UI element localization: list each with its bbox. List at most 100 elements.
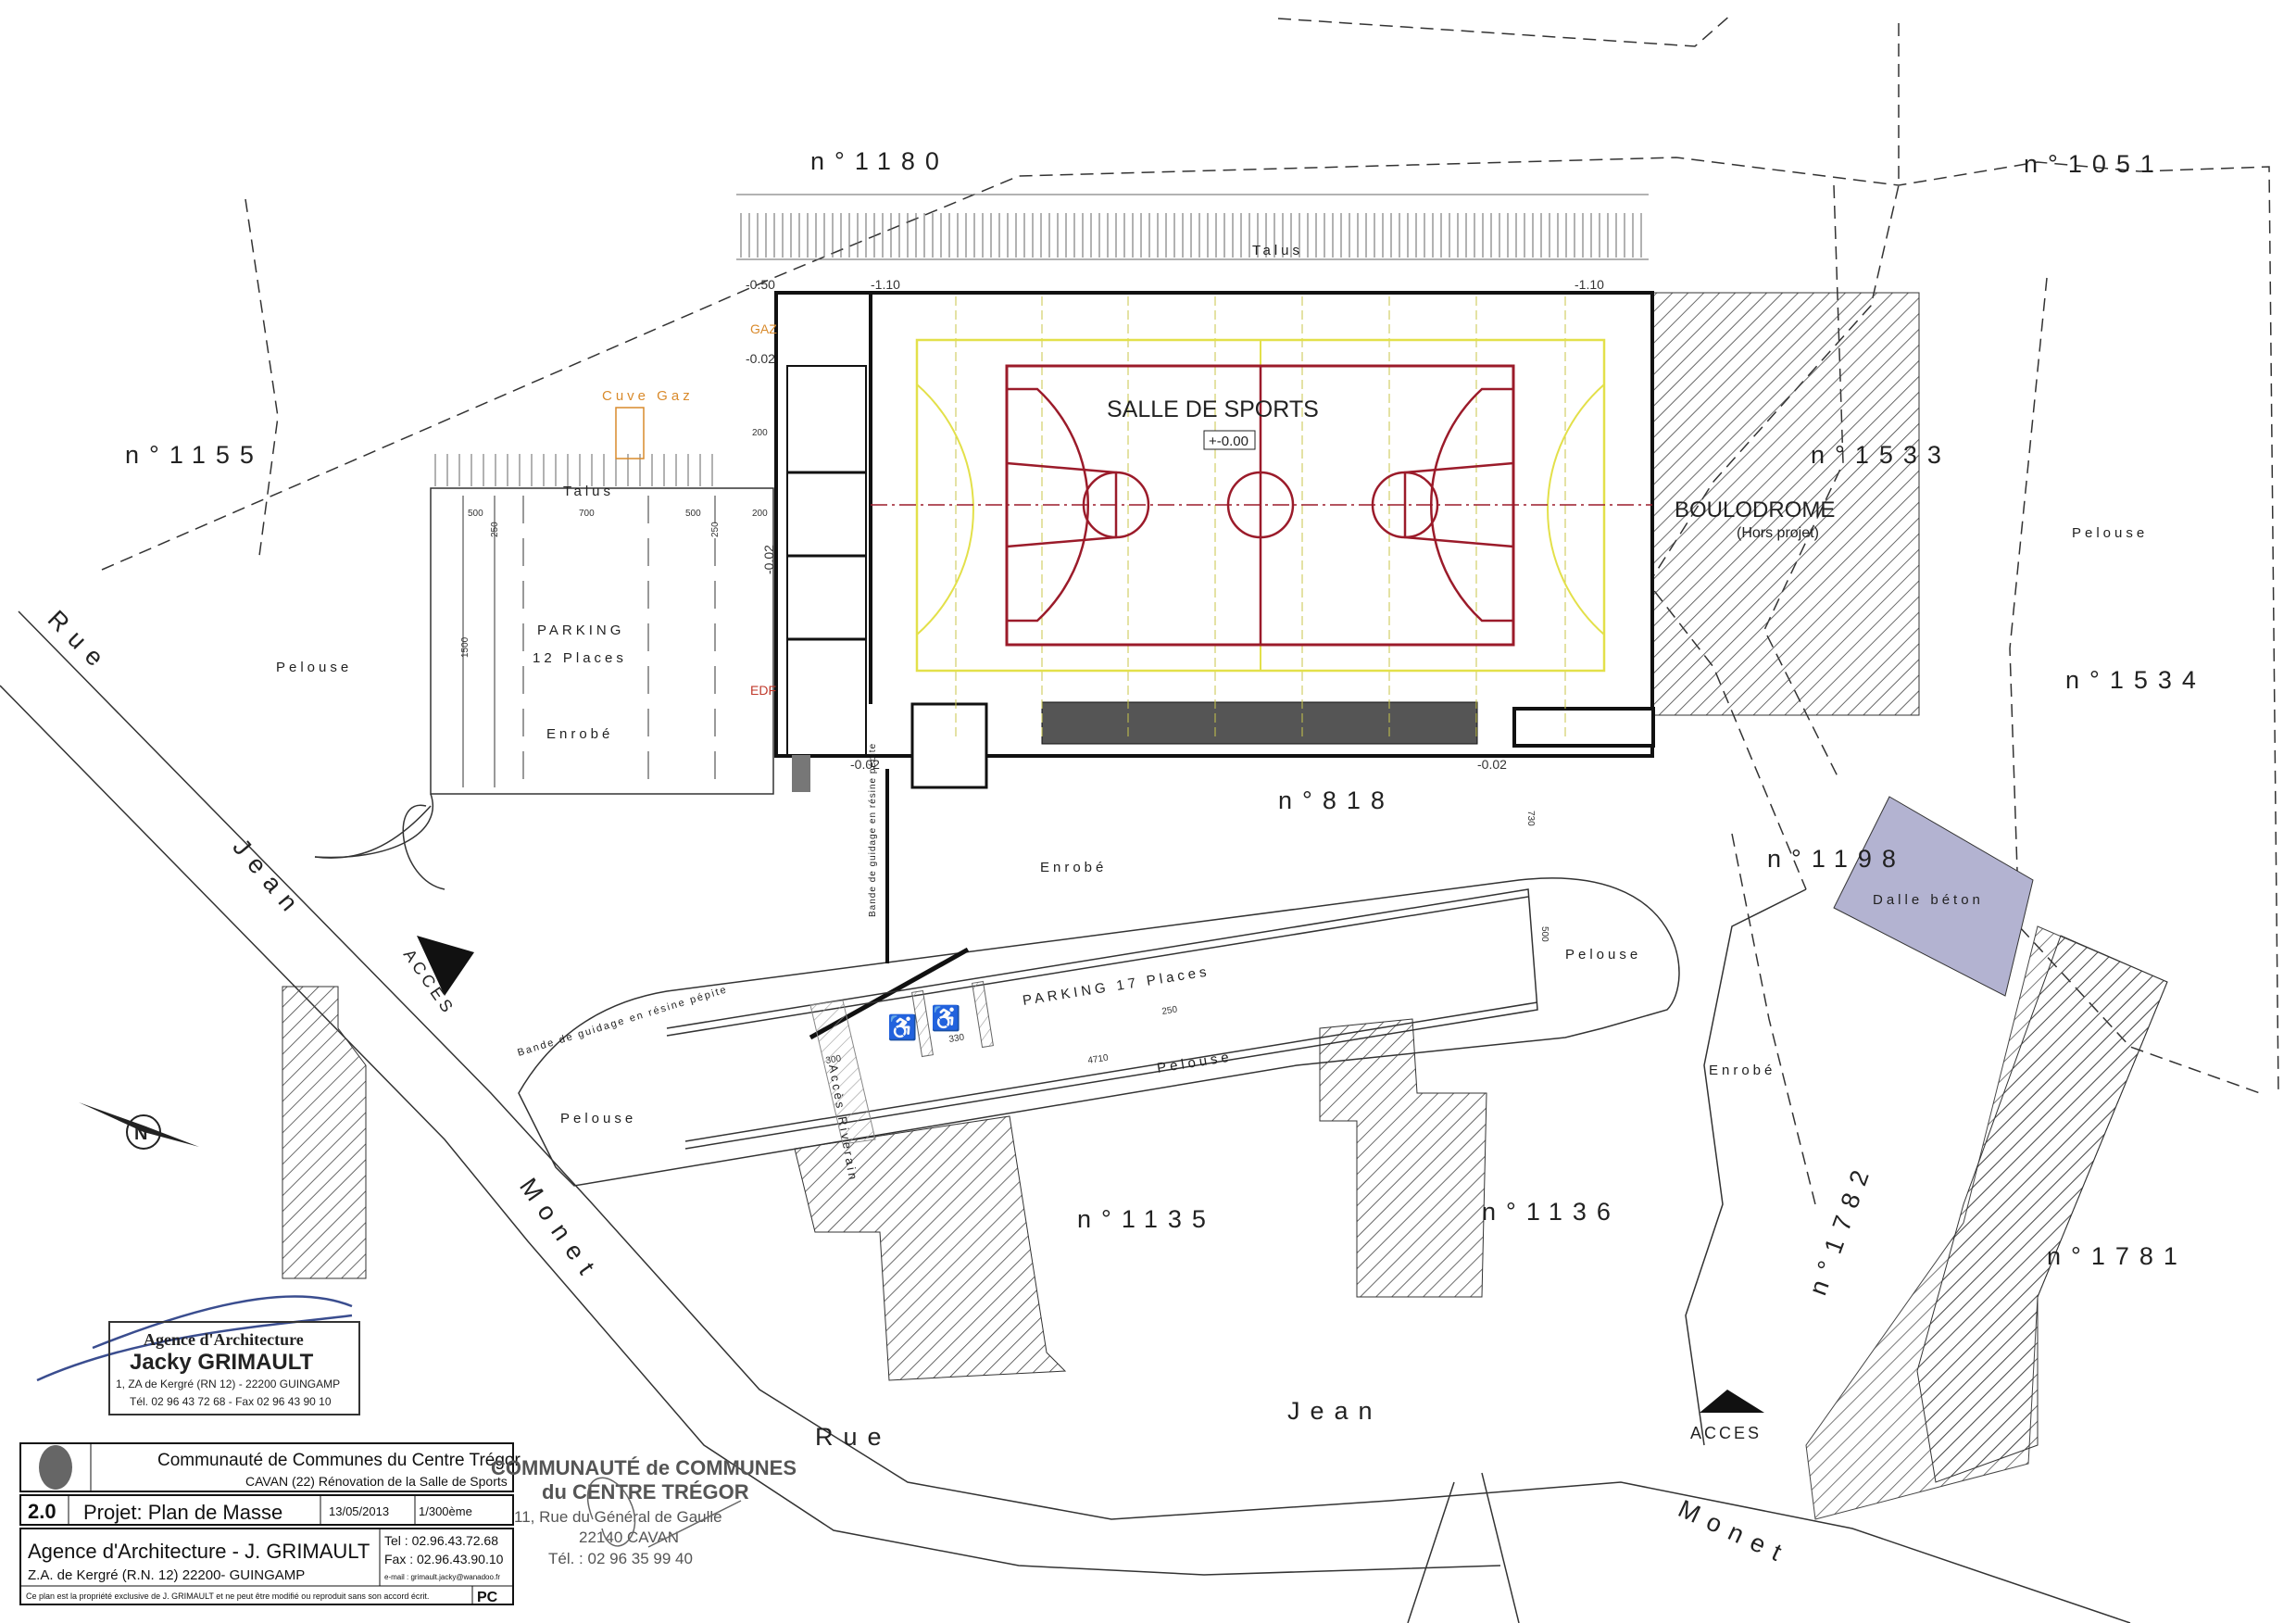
boulodrome-label: BOULODROME — [1675, 497, 1835, 522]
parcel-label: n°1781 — [2047, 1242, 2188, 1270]
community-stamp: COMMUNAUTÉ de COMMUNES du CENTRE TRÉGOR … — [491, 1456, 797, 1567]
pelouse-label: Pelouse — [1565, 947, 1641, 962]
svg-text:11, Rue du Général de Gaulle: 11, Rue du Général de Gaulle — [514, 1508, 722, 1526]
dimension: 250 — [710, 522, 721, 537]
street-label: Jean — [227, 834, 309, 925]
svg-text:Ce plan est la propriété exclu: Ce plan est la propriété exclusive de J.… — [26, 1592, 429, 1601]
svg-text:du CENTRE TRÉGOR: du CENTRE TRÉGOR — [542, 1480, 749, 1503]
pelouse-label: Pelouse — [276, 660, 352, 675]
hall-title: SALLE DE SPORTS — [1107, 396, 1319, 422]
gaz-label: GAZ — [750, 321, 777, 336]
street-label: Monet — [1674, 1494, 1795, 1570]
enrobe-label: Enrobé — [1040, 860, 1107, 875]
svg-text:CAVAN (22) Rénovation de la Sa: CAVAN (22) Rénovation de la Salle de Spo… — [245, 1474, 508, 1489]
north-arrow-icon: N — [79, 1102, 199, 1150]
dimension: 250 — [490, 522, 500, 537]
svg-text:Agence d'Architecture - J. GR: Agence d'Architecture - J. GRIMAULT — [28, 1540, 370, 1563]
svg-text:Agence d'Architecture: Agence d'Architecture — [144, 1330, 304, 1349]
level-marker: -0.02 — [1477, 757, 1507, 772]
access-arrow-icon — [1700, 1390, 1764, 1413]
sports-hall — [774, 291, 1655, 1040]
svg-text:COMMUNAUTÉ de COMMUNES: COMMUNAUTÉ de COMMUNES — [491, 1456, 797, 1479]
parcel-label: n°1533 — [1811, 441, 1951, 469]
dimension: 200 — [752, 428, 768, 438]
bande-guidage-label: Bande de guidage en résine pépite — [868, 743, 878, 917]
parcel-label: n°1136 — [1482, 1198, 1621, 1226]
dimension: 730 — [1525, 811, 1536, 826]
parcel-label: n°1155 — [125, 441, 264, 469]
parcel-label: n°1782 — [1803, 1157, 1877, 1299]
pelouse-label: Pelouse — [560, 1111, 636, 1126]
access-arrow-icon — [417, 936, 474, 996]
level-marker: -0.02 — [761, 545, 776, 574]
level-marker: +-0.00 — [1209, 434, 1248, 449]
dimension: 200 — [752, 509, 768, 519]
svg-text:Tel : 02.96.43.72.68: Tel : 02.96.43.72.68 — [384, 1533, 498, 1548]
level-marker: -1.10 — [1575, 277, 1604, 292]
road-rue-jean-monet — [0, 610, 2131, 1623]
svg-text:13/05/2013: 13/05/2013 — [329, 1504, 389, 1518]
title-block: Communauté de Communes du Centre Trégor … — [19, 1442, 521, 1605]
talus-label: Talus — [563, 484, 614, 499]
dimension: 700 — [579, 509, 595, 519]
svg-text:2.0: 2.0 — [28, 1500, 56, 1523]
parcel-label: n°818 — [1278, 786, 1395, 814]
cuve-gaz-label: Cuve Gaz — [602, 388, 694, 404]
svg-text:Projet: Plan de Masse: Projet: Plan de Masse — [83, 1501, 282, 1524]
dalle-beton-area — [1833, 796, 2034, 997]
hors-projet-label: (Hors projet) — [1737, 525, 1819, 541]
svg-text:Communauté de Communes du Cent: Communauté de Communes du Centre Trégor — [157, 1451, 521, 1470]
svg-text:1, ZA de Kergré (RN 12) - 2220: 1, ZA de Kergré (RN 12) - 22200 GUINGAMP — [116, 1378, 340, 1390]
street-label: Rue — [43, 605, 117, 679]
acces-label: ACCES — [1690, 1424, 1762, 1442]
talus-label: Talus — [1252, 243, 1303, 258]
dimension: 250 — [1161, 1004, 1179, 1017]
logo — [39, 1445, 72, 1490]
svg-text:Tél. 02 96 43 72 68 - Fax 02 9: Tél. 02 96 43 72 68 - Fax 02 96 43 90 10 — [130, 1395, 332, 1408]
parcel-label: n°1051 — [2024, 150, 2164, 178]
street-label: Rue — [815, 1423, 892, 1451]
svg-text:Tél. : 02 96 35 99 40: Tél. : 02 96 35 99 40 — [548, 1550, 693, 1567]
svg-text:1/300ème: 1/300ème — [419, 1504, 472, 1518]
level-marker: -1.10 — [871, 277, 900, 292]
svg-text:PC: PC — [477, 1590, 498, 1605]
neighbour-buildings — [282, 292, 2168, 1520]
dimension: 500 — [468, 509, 483, 519]
pelouse-label: Pelouse — [1156, 1049, 1234, 1076]
svg-text:Jacky GRIMAULT: Jacky GRIMAULT — [130, 1350, 314, 1375]
dimension: 4710 — [1087, 1053, 1110, 1066]
level-marker: -0.02 — [746, 351, 775, 366]
parking-label: PARKING 17 Places — [1022, 963, 1211, 1009]
level-marker: -0.50 — [746, 277, 775, 292]
level-marker: -0.02 — [850, 757, 880, 772]
dimension: 500 — [685, 509, 701, 519]
parcel-label: n°1180 — [810, 147, 949, 175]
svg-text:Fax : 02.96.43.90.10: Fax : 02.96.43.90.10 — [384, 1552, 504, 1566]
svg-text:e-mail : grimault.jacky@wanado: e-mail : grimault.jacky@wanadoo.fr — [384, 1573, 500, 1581]
parking-17: ♿ ♿ — [666, 888, 1538, 1150]
parking-label: 12 Places — [533, 650, 627, 666]
parcel-label: n°1135 — [1077, 1205, 1216, 1233]
svg-text:Z.A. de Kergré (R.N. 12) 22200: Z.A. de Kergré (R.N. 12) 22200- GUINGAMP — [28, 1567, 305, 1583]
architect-stamp: Agence d'Architecture Jacky GRIMAULT 1, … — [36, 1295, 360, 1415]
parcel-label: n°1534 — [2065, 666, 2206, 694]
pelouse-label: Pelouse — [2072, 525, 2148, 541]
dimension: 1500 — [460, 636, 470, 658]
dimension: 300 — [825, 1053, 843, 1066]
wheelchair-icon: ♿ — [887, 1013, 917, 1041]
talus-hatching: (function(){var g=document.currentScript… — [434, 194, 1649, 486]
enrobe-label: Enrobé — [546, 726, 613, 742]
dimension: 330 — [948, 1032, 966, 1045]
wheelchair-icon: ♿ — [931, 1004, 960, 1032]
bande-guidage-label: Bande de guidage en résine pépite — [516, 984, 729, 1059]
street-label: Jean — [1287, 1397, 1383, 1425]
parcel-label: n°1198 — [1767, 845, 1906, 873]
svg-text:N: N — [134, 1124, 147, 1144]
parking-12 — [314, 487, 774, 859]
enrobe-label: Enrobé — [1709, 1063, 1775, 1078]
dalle-beton-label: Dalle béton — [1873, 892, 1984, 908]
parking-label: PARKING — [537, 623, 624, 638]
street-label: Monet — [514, 1173, 606, 1288]
edf-label: EDF — [750, 683, 776, 698]
